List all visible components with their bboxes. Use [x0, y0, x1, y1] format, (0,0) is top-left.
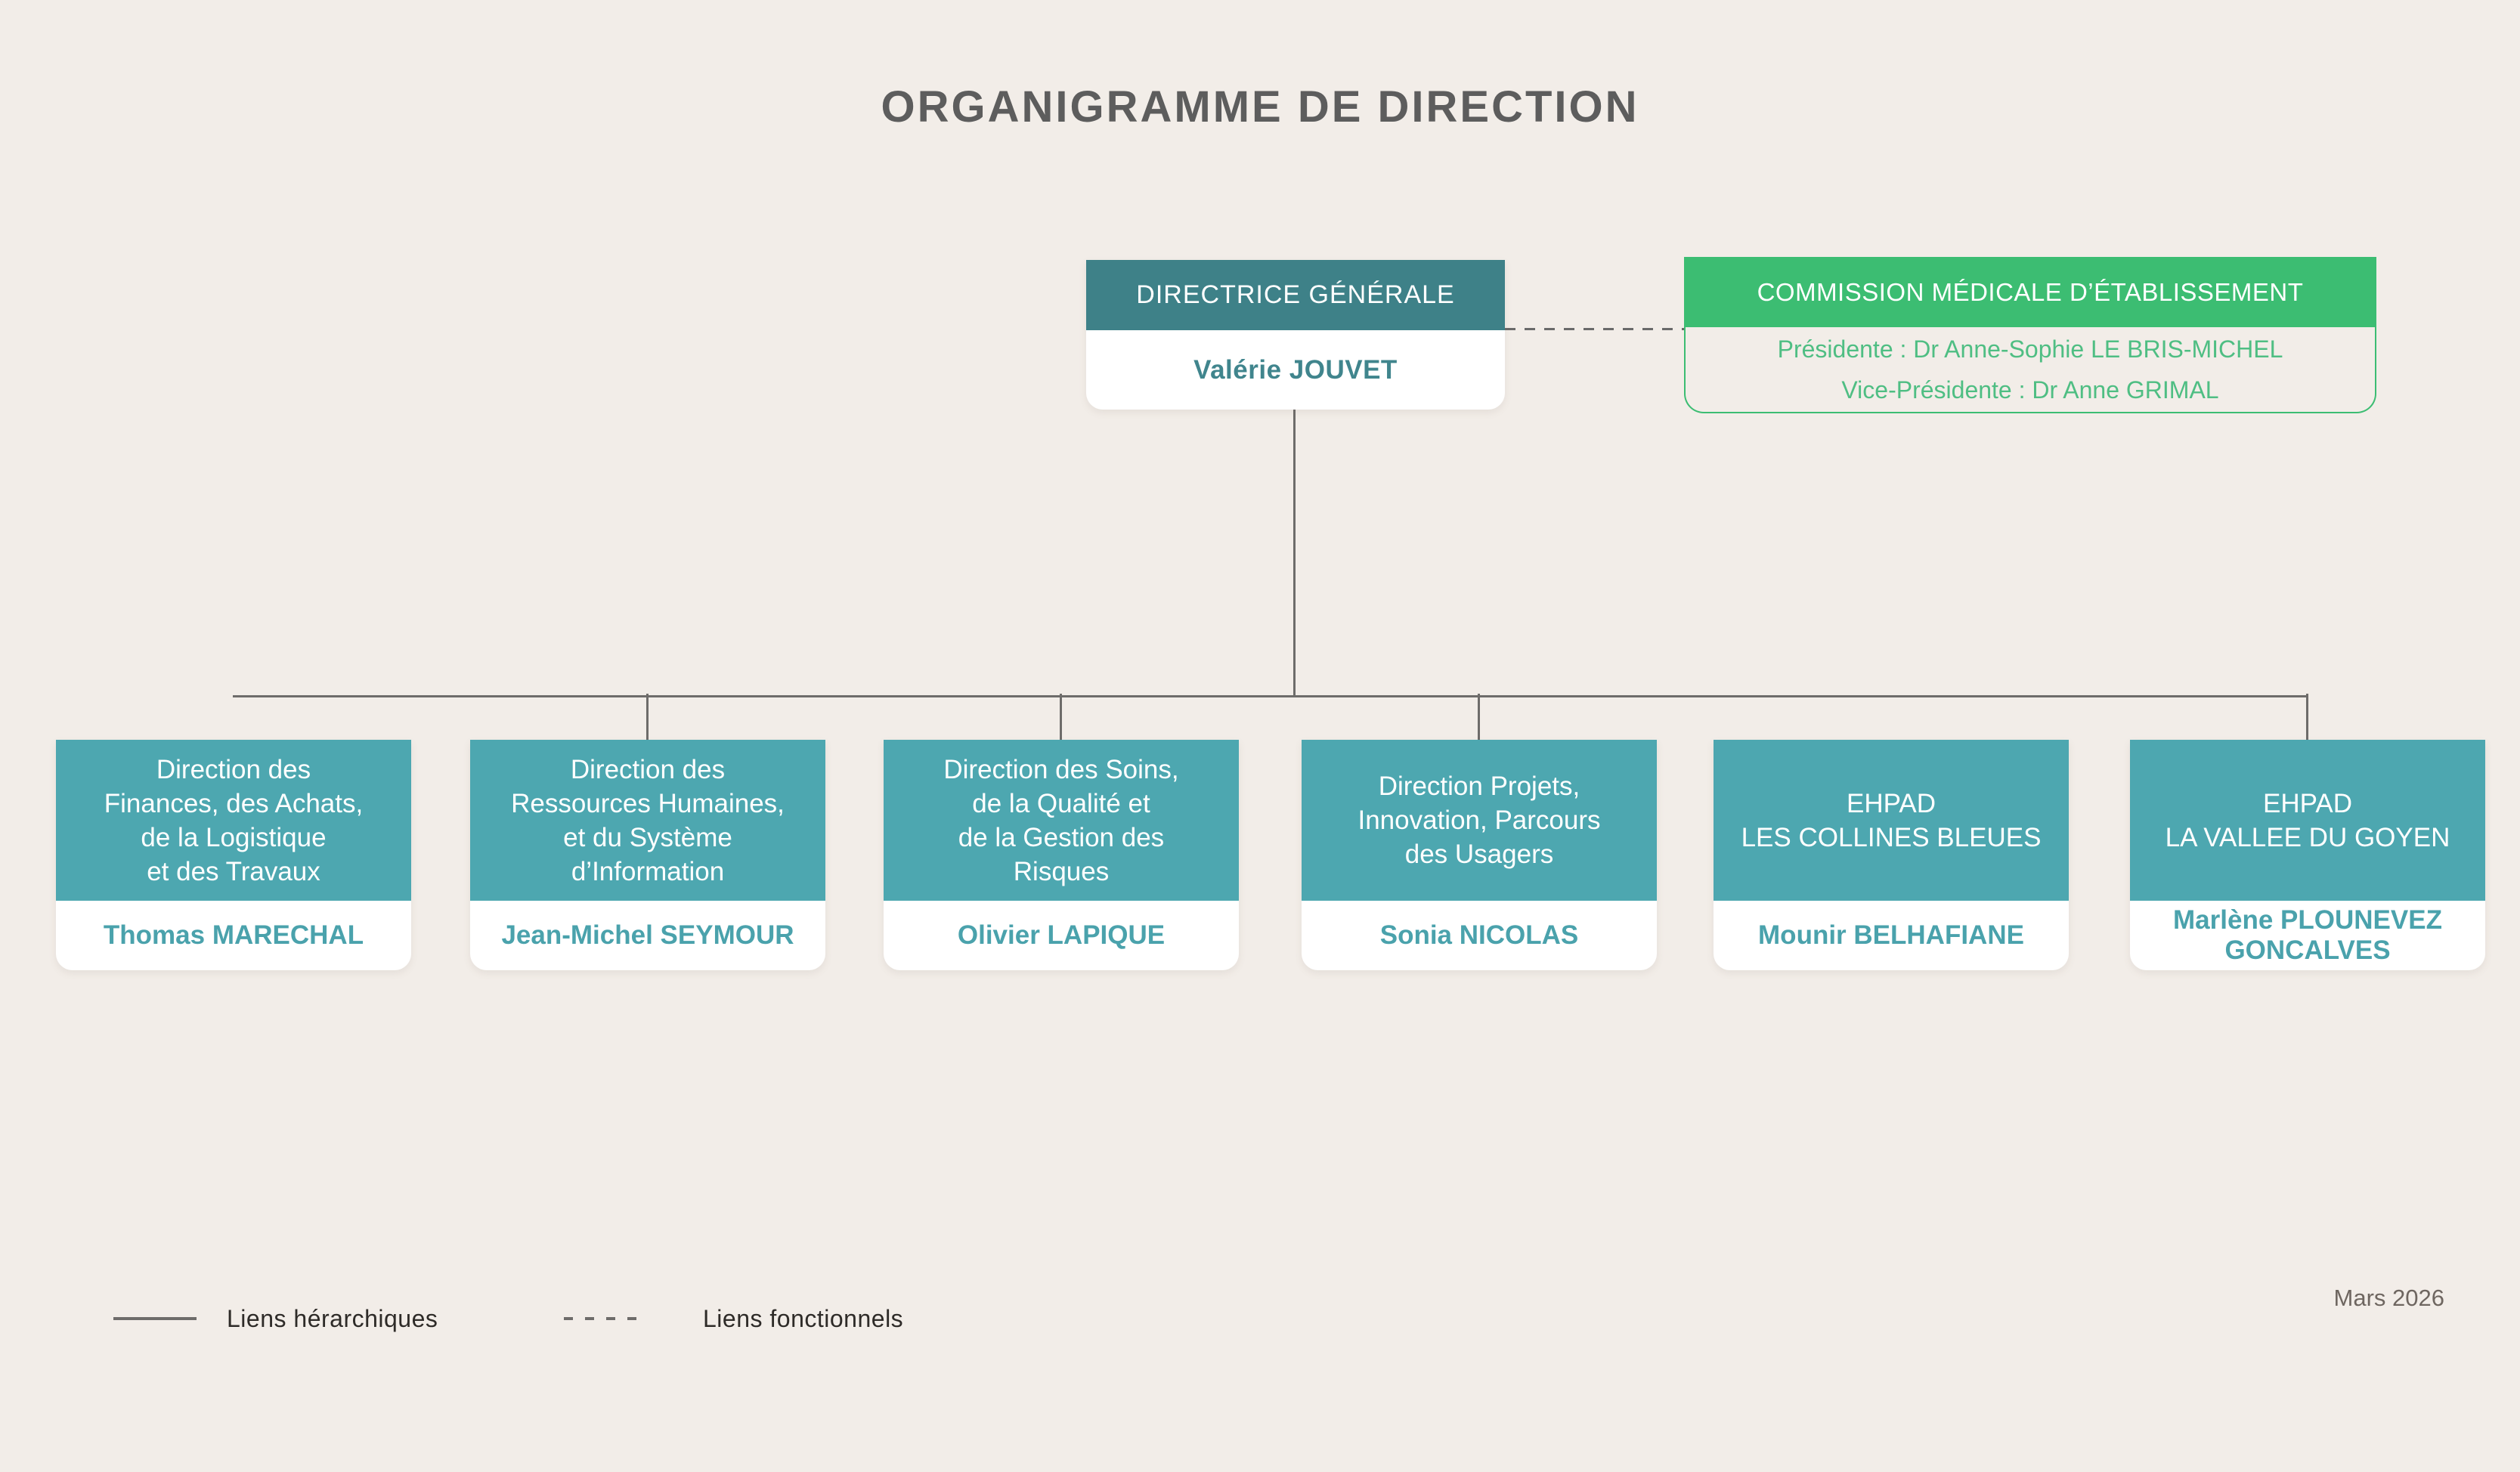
node-dept-projets-innovation-title: Direction Projets, Innovation, Parcours … — [1302, 740, 1657, 901]
node-directrice-generale: DIRECTRICE GÉNÉRALE Valérie JOUVET — [1086, 260, 1505, 410]
node-dept-soins-qualite: Direction des Soins, de la Qualité et de… — [884, 740, 1239, 970]
node-dept-soins-qualite-title: Direction des Soins, de la Qualité et de… — [884, 740, 1239, 901]
legend-hierarchical-label: Liens hérarchiques — [227, 1305, 438, 1332]
node-dept-ressources-humaines-title: Direction des Ressources Humaines, et du… — [470, 740, 825, 901]
node-directrice-generale-name: Valérie JOUVET — [1086, 330, 1505, 410]
node-ehpad-vallee-goyen: EHPAD LA VALLEE DU GOYEN Marlène PLOUNEV… — [2130, 740, 2485, 970]
commission-presidente: Présidente : Dr Anne-Sophie LE BRIS-MICH… — [1777, 336, 2283, 363]
connector-drop-dept-6 — [2306, 694, 2308, 742]
node-ehpad-collines-bleues-name: Mounir BELHAFIANE — [1714, 901, 2069, 970]
connector-drop-dept-2 — [646, 694, 649, 742]
node-dept-ressources-humaines: Direction des Ressources Humaines, et du… — [470, 740, 825, 970]
node-ehpad-vallee-goyen-name: Marlène PLOUNEVEZ GONCALVES — [2130, 901, 2485, 970]
node-ehpad-collines-bleues: EHPAD LES COLLINES BLEUES Mounir BELHAFI… — [1714, 740, 2069, 970]
connector-functional-dashed — [1505, 328, 1684, 330]
node-dept-finances: Direction des Finances, des Achats, de l… — [56, 740, 411, 970]
connector-drop-dept-4 — [1478, 694, 1480, 742]
node-commission-medicale: COMMISSION MÉDICALE D’ÉTABLISSEMENT Prés… — [1684, 257, 2376, 413]
connector-drop-dept-3 — [1060, 694, 1062, 742]
node-directrice-generale-role: DIRECTRICE GÉNÉRALE — [1086, 260, 1505, 330]
node-dept-projets-innovation-name: Sonia NICOLAS — [1302, 901, 1657, 970]
legend-functional-line-sample — [564, 1317, 642, 1320]
node-dept-finances-title: Direction des Finances, des Achats, de l… — [56, 740, 411, 901]
page-title: ORGANIGRAMME DE DIRECTION — [881, 82, 1639, 131]
node-dept-finances-name: Thomas MARECHAL — [56, 901, 411, 970]
node-commission-title: COMMISSION MÉDICALE D’ÉTABLISSEMENT — [1684, 257, 2376, 327]
node-dept-soins-qualite-name: Olivier LAPIQUE — [884, 901, 1239, 970]
node-dept-ressources-humaines-name: Jean-Michel SEYMOUR — [470, 901, 825, 970]
connector-root-drop — [1293, 410, 1296, 697]
node-commission-members: Présidente : Dr Anne-Sophie LE BRIS-MICH… — [1684, 327, 2376, 413]
commission-vice-presidente: Vice-Présidente : Dr Anne GRIMAL — [1841, 376, 2219, 404]
node-ehpad-vallee-goyen-title: EHPAD LA VALLEE DU GOYEN — [2130, 740, 2485, 901]
node-dept-projets-innovation: Direction Projets, Innovation, Parcours … — [1302, 740, 1657, 970]
connector-horizontal-rail — [233, 695, 2308, 697]
document-date: Mars 2026 — [2333, 1285, 2444, 1311]
node-ehpad-collines-bleues-title: EHPAD LES COLLINES BLEUES — [1714, 740, 2069, 901]
legend-hierarchical-line-sample — [113, 1317, 197, 1320]
legend-functional-label: Liens fonctionnels — [703, 1305, 904, 1332]
